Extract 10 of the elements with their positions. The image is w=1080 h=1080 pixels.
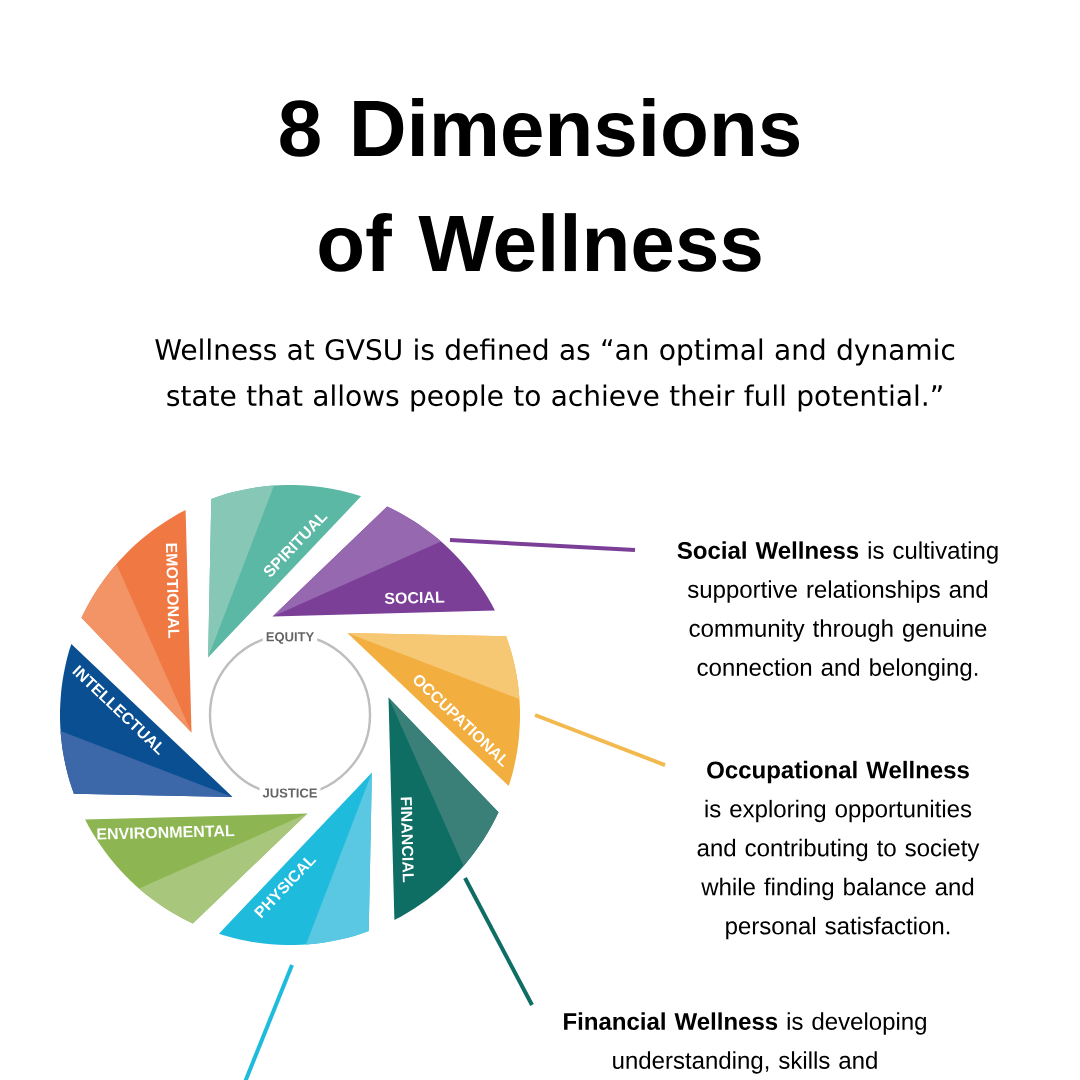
leader-line — [449, 538, 636, 552]
title: 8 Dimensions of Wellness — [280, 98, 799, 272]
leader-line — [534, 713, 666, 767]
leader-line — [463, 877, 534, 1006]
description-text: Occupational Wellness is exploring opportunities and contributing to society while finding balance and personal satisfaction. — [697, 760, 980, 940]
center-ring: EQUITY JUSTICE — [208, 629, 372, 801]
description-text: Financial Wellness is developing understanding, skills and — [564, 1012, 926, 1074]
leader-line — [243, 964, 294, 1080]
intro-text: Wellness at GVSU is defined as “an optimal and dynamic state that allows people to achieve their full potential.” — [155, 338, 955, 412]
description-text: Social Wellness is cultivating supportive relationships and community through genuine connection and belonging. — [677, 541, 998, 681]
